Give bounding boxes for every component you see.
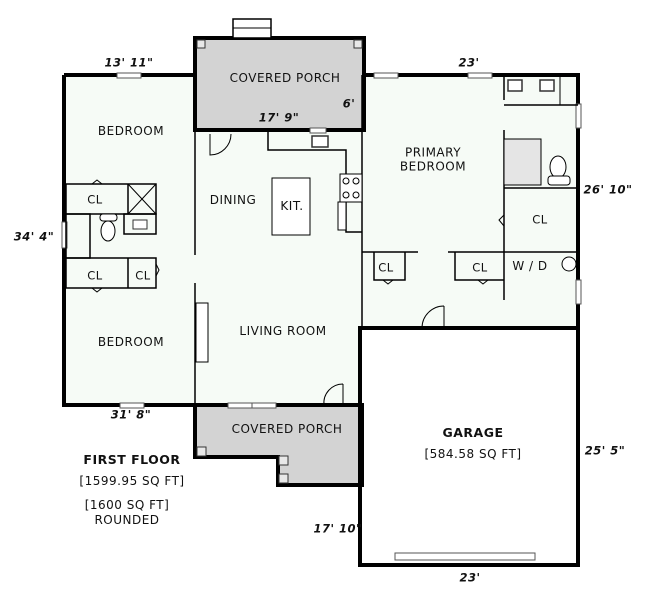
closet-label: CL xyxy=(378,260,394,275)
dimension-label: 31' 8" xyxy=(110,407,152,422)
room-label-primary-bedroom: PRIMARY BEDROOM xyxy=(399,145,467,174)
closet-label: CL xyxy=(87,268,103,283)
stove-icon xyxy=(339,173,363,203)
room-label-bedroom-bottom: BEDROOM xyxy=(97,335,165,349)
floor-title: FIRST FLOOR xyxy=(83,451,181,467)
room-label-dining: DINING xyxy=(209,193,257,207)
dimension-label: 25' 5" xyxy=(584,443,626,458)
shower-tile xyxy=(503,138,542,186)
kitchen-island xyxy=(271,177,311,236)
utility-sink xyxy=(561,256,577,272)
windows xyxy=(61,72,582,561)
garage-area: [584.58 SQ FT] xyxy=(424,447,522,461)
dimension-label: 17' 9" xyxy=(258,110,300,125)
floor-area-rounded-note: ROUNDED xyxy=(94,513,160,527)
room-label-porch-top: COVERED PORCH xyxy=(229,71,341,85)
floor-area-rounded: [1600 SQ FT] xyxy=(84,498,170,512)
dimension-label: 26' 10" xyxy=(583,182,633,197)
room-label-porch-bottom: COVERED PORCH xyxy=(231,422,343,436)
dimension-label: 17' 10" xyxy=(313,521,363,536)
kitchen-sink xyxy=(311,135,329,148)
fireplace xyxy=(195,302,209,363)
room-label-laundry: W / D xyxy=(512,259,548,273)
closet-label: CL xyxy=(135,268,151,283)
dimension-label: 34' 4" xyxy=(13,229,55,244)
dimension-label: 23' xyxy=(459,570,481,585)
covered-porch-bottom xyxy=(193,403,364,487)
room-label-bedroom-top: BEDROOM xyxy=(97,124,165,138)
dimension-label: 6' xyxy=(342,96,356,111)
dimension-label: 13' 11" xyxy=(104,55,154,70)
closet-label: CL xyxy=(472,260,488,275)
room-label-living-room: LIVING ROOM xyxy=(239,324,327,338)
closet-label: CL xyxy=(87,192,103,207)
room-label-kitchen: KIT. xyxy=(280,199,304,213)
floor-area-exact: [1599.95 SQ FT] xyxy=(79,474,185,488)
room-label-garage: GARAGE xyxy=(442,424,504,440)
garage-floor xyxy=(360,328,578,565)
dimension-label: 23' xyxy=(458,55,480,70)
closet-label: CL xyxy=(532,212,548,227)
toilet-icon xyxy=(100,220,116,242)
